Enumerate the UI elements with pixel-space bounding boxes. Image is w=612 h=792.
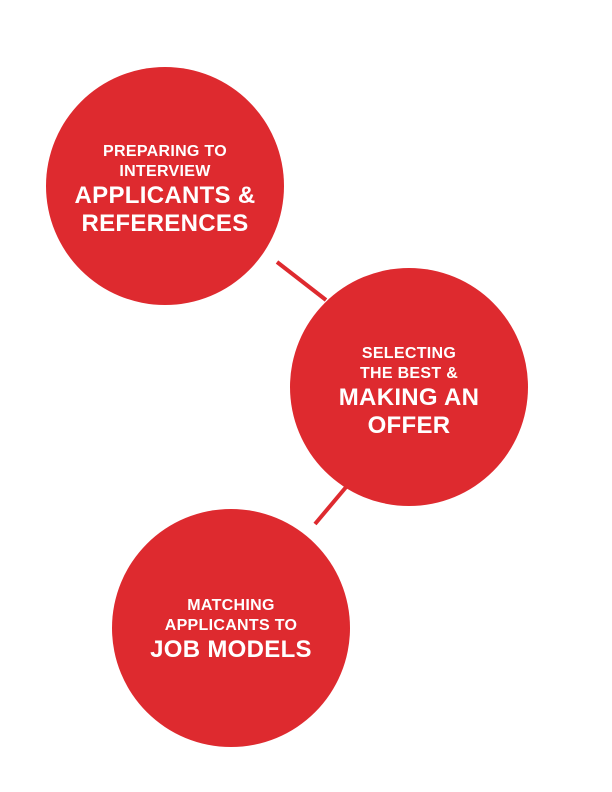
node-1-small-line-2: INTERVIEW bbox=[119, 163, 211, 180]
node-1-large-line-1: APPLICANTS & bbox=[74, 182, 256, 209]
node-3-text: MATCHING APPLICANTS TO JOB MODELS bbox=[150, 596, 312, 664]
node-2-large-line-1: MAKING AN bbox=[338, 384, 480, 411]
node-3-large-line-1: JOB MODELS bbox=[150, 636, 312, 663]
node-1-text: PREPARING TO INTERVIEW APPLICANTS & REFE… bbox=[75, 142, 256, 238]
node-preparing-to-interview: PREPARING TO INTERVIEW APPLICANTS & REFE… bbox=[46, 67, 284, 305]
node-1-large-line-2: REFERENCES bbox=[81, 210, 249, 237]
node-matching-applicants: MATCHING APPLICANTS TO JOB MODELS bbox=[112, 509, 350, 747]
node-2-small-line-2: THE BEST & bbox=[359, 365, 459, 382]
node-2-small-line-1: SELECTING bbox=[361, 345, 457, 362]
node-3-small-line-2: APPLICANTS TO bbox=[164, 617, 298, 634]
node-3-small-line-1: MATCHING bbox=[187, 597, 275, 614]
node-selecting-the-best: SELECTING THE BEST & MAKING AN OFFER bbox=[290, 268, 528, 506]
connector-1-2 bbox=[275, 260, 328, 302]
node-2-text: SELECTING THE BEST & MAKING AN OFFER bbox=[339, 344, 479, 440]
node-1-small-line-1: PREPARING TO bbox=[103, 143, 227, 160]
node-2-large-line-2: OFFER bbox=[367, 412, 451, 439]
